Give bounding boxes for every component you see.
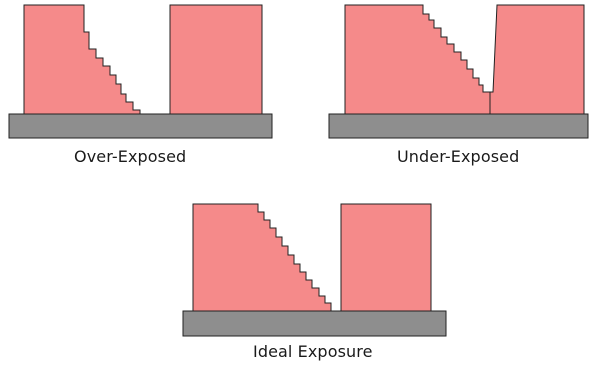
under-exposed-base: [328, 113, 589, 139]
under-exposed-right-block: [489, 4, 585, 115]
ideal-exposure-caption: Ideal Exposure: [253, 342, 373, 361]
over-exposed-right-block: [169, 4, 263, 115]
over-exposed-base: [8, 113, 273, 139]
ideal-exposure-illustration: [182, 203, 447, 337]
ideal-exposure-base: [182, 310, 447, 337]
over-exposed-left-block: [23, 4, 141, 115]
under-exposed-left-block: [344, 4, 491, 115]
over-exposed-caption: Over-Exposed: [74, 147, 187, 166]
under-exposed-caption: Under-Exposed: [397, 147, 520, 166]
ideal-exposure-left-block: [192, 203, 332, 312]
over-exposed-illustration: [8, 4, 273, 139]
under-exposed-illustration: [328, 4, 589, 139]
ideal-exposure-right-block: [340, 203, 432, 312]
